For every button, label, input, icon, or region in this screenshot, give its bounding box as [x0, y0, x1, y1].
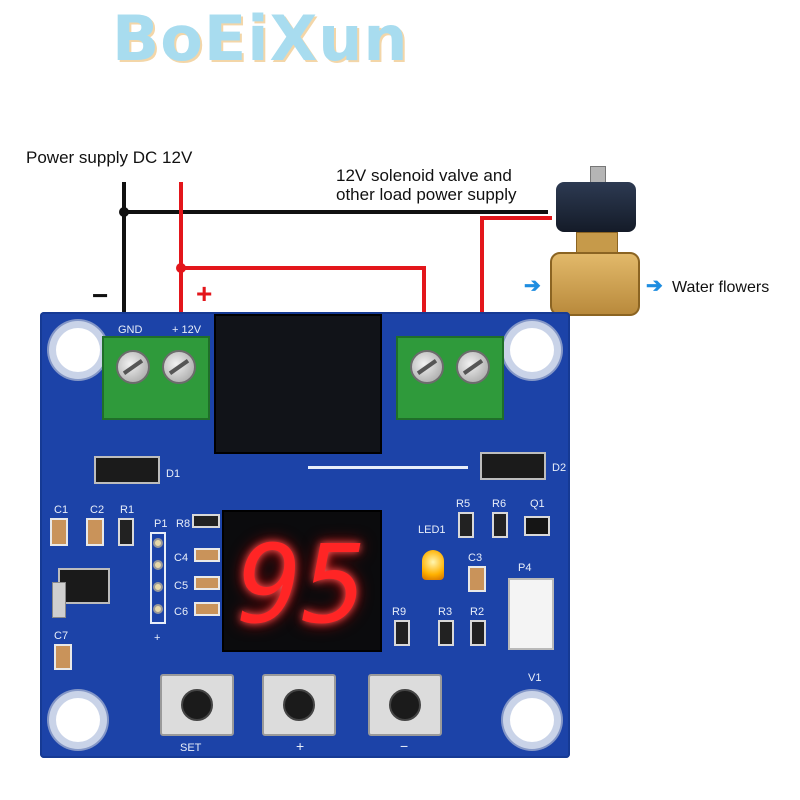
- r5-label: R5: [456, 498, 471, 510]
- resistor-r2: [470, 620, 486, 646]
- c3-label: C3: [468, 552, 483, 564]
- output-terminal-block: [396, 336, 504, 420]
- r6-label: R6: [492, 498, 507, 510]
- capacitor-c6: [194, 602, 220, 616]
- p1-plus-label: +: [154, 632, 161, 644]
- resistor-r5: [458, 512, 474, 538]
- diode-d1: [94, 456, 160, 484]
- p4-label: P4: [518, 562, 532, 574]
- capacitor-c4: [194, 548, 220, 562]
- load-wire: [480, 216, 552, 336]
- power-supply-label: Power supply DC 12V: [26, 148, 193, 167]
- resistor-r3: [438, 620, 454, 646]
- gnd-label: GND: [118, 324, 143, 336]
- valve-coil: [556, 182, 636, 232]
- output-screw-left: [410, 350, 444, 384]
- regulator-tab: [52, 582, 66, 618]
- minus-sign-label: −: [92, 280, 109, 311]
- relay: [214, 314, 382, 454]
- gnd-screw: [116, 350, 150, 384]
- mounting-hole-top-right: [510, 328, 554, 372]
- led1-label: LED1: [418, 524, 446, 536]
- negative-junction: [119, 207, 129, 217]
- output-screw-right: [456, 350, 490, 384]
- input-terminal-block: [102, 336, 210, 420]
- r8-label: R8: [176, 518, 191, 530]
- header-pin: [153, 604, 163, 614]
- mounting-hole-bottom-right: [510, 698, 554, 742]
- load-supply-label-line1: 12V solenoid valve and: [336, 166, 512, 185]
- capacitor-c1: [50, 518, 68, 546]
- p1-label: P1: [154, 518, 168, 530]
- plus-screw: [162, 350, 196, 384]
- seven-segment-display: 95: [222, 510, 382, 652]
- resistor-r9: [394, 620, 410, 646]
- solenoid-valve: [540, 166, 650, 316]
- resistor-r8: [192, 514, 220, 528]
- header-pin: [153, 538, 163, 548]
- capacitor-c7: [54, 644, 72, 670]
- transistor-q1: [524, 516, 550, 536]
- r2-label: R2: [470, 606, 485, 618]
- c7-label: C7: [54, 630, 69, 642]
- c4-label: C4: [174, 552, 189, 564]
- minus-button[interactable]: [368, 674, 442, 736]
- silkscreen-line: [308, 466, 468, 469]
- outlet-arrow-icon: ➔: [646, 275, 663, 297]
- r3-label: R3: [438, 606, 453, 618]
- plus-button-label: +: [296, 738, 305, 754]
- header-pin: [153, 560, 163, 570]
- mounting-hole-top-left: [56, 328, 100, 372]
- positive-junction: [176, 263, 186, 273]
- status-led: [422, 550, 444, 580]
- c5-label: C5: [174, 580, 189, 592]
- c6-label: C6: [174, 606, 189, 618]
- r9-label: R9: [392, 606, 407, 618]
- diode-d2: [480, 452, 546, 480]
- inlet-arrow-icon: ➔: [524, 275, 541, 297]
- plus-button[interactable]: [262, 674, 336, 736]
- capacitor-c3: [468, 566, 486, 592]
- plus-12v-label: + 12V: [172, 324, 202, 336]
- d1-label: D1: [166, 468, 181, 480]
- c1-label: C1: [54, 504, 69, 516]
- r1-label: R1: [120, 504, 135, 516]
- q1-label: Q1: [530, 498, 545, 510]
- set-button-label: SET: [180, 742, 202, 754]
- set-button-cap[interactable]: [181, 689, 213, 721]
- water-flowers-label: Water flowers: [672, 279, 770, 296]
- v1-label: V1: [528, 672, 542, 684]
- brand-watermark: BoEiXun: [112, 2, 409, 75]
- plus-sign-label: +: [196, 278, 213, 309]
- header-p1: [150, 532, 166, 624]
- set-button[interactable]: [160, 674, 234, 736]
- connector-p4: [508, 578, 554, 650]
- display-value: 95: [236, 523, 368, 648]
- minus-button-cap[interactable]: [389, 689, 421, 721]
- mounting-hole-bottom-left: [56, 698, 100, 742]
- minus-button-label: −: [400, 738, 409, 754]
- load-supply-label-line2: other load power supply: [336, 185, 517, 204]
- resistor-r1: [118, 518, 134, 546]
- valve-body: [550, 252, 640, 316]
- c2-label: C2: [90, 504, 105, 516]
- plus-button-cap[interactable]: [283, 689, 315, 721]
- capacitor-c2: [86, 518, 104, 546]
- resistor-r6: [492, 512, 508, 538]
- d2-label: D2: [552, 462, 567, 474]
- capacitor-c5: [194, 576, 220, 590]
- header-pin: [153, 582, 163, 592]
